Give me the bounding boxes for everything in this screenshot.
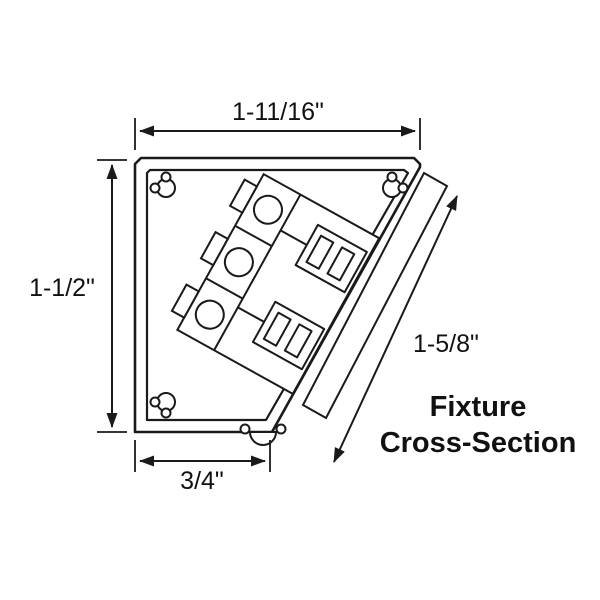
screw-terminal <box>252 194 283 225</box>
screw-terminal <box>223 247 254 278</box>
screw-boss-top-left <box>149 171 176 198</box>
caption-line1: Fixture <box>430 391 527 423</box>
terminal-tooth <box>170 283 201 319</box>
screw-boss-bottom-left <box>149 392 176 419</box>
screw-channel-bottom-center <box>239 423 287 446</box>
dimension-label-diagonal: 1-5/8" <box>413 330 479 358</box>
terminal-block <box>170 172 381 396</box>
caption-line2: Cross-Section <box>380 427 577 459</box>
screw-boss-top-right <box>382 171 409 198</box>
dimension-label-top: 1-11/16" <box>232 98 324 126</box>
housing-inner-wall <box>145 168 410 422</box>
dimension-label-left: 1-1/2" <box>29 274 95 302</box>
screw-terminal <box>194 299 225 330</box>
terminal-tooth <box>228 178 259 215</box>
terminal-tooth <box>199 230 230 267</box>
dimension-line-diagonal-face <box>333 195 458 463</box>
dimension-label-bottom: 3/4" <box>180 467 224 495</box>
